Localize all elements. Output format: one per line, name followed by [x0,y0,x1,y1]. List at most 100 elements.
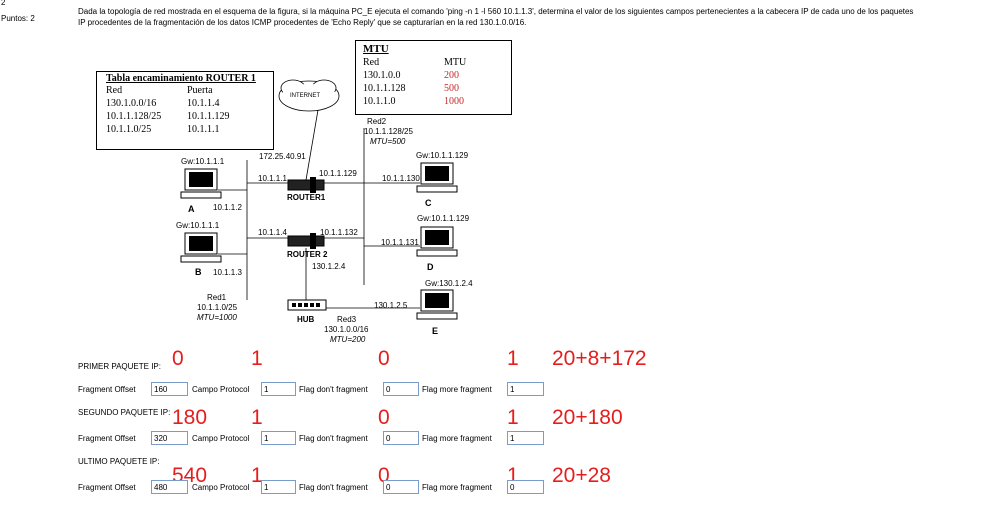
packet-3-more-fragment-label: Flag more fragment [422,483,492,492]
router1-right-ip: 10.1.1.129 [319,169,357,178]
packet-3-offset-label: Fragment Offset [78,483,136,492]
network-diagram [180,79,458,320]
pc-d-name: D [427,262,434,272]
internet-label: INTERNET [290,93,320,99]
packet-1-note: 0 [378,347,390,370]
packet-1-offset-label: Fragment Offset [78,385,136,394]
red2-label: Red2 [367,117,387,126]
packet-2-note: 1 [251,406,263,429]
packet-3-dont-fragment-input[interactable] [383,480,419,494]
mtu-table-cell: 130.1.0.0 [363,70,401,81]
router1-icon [287,177,325,193]
packet-1-more-fragment-input[interactable] [507,382,544,396]
router1-label: ROUTER1 [287,193,326,202]
routing-table-cell: 10.1.1.129 [187,111,230,122]
packet-1-note: 0 [172,347,184,370]
red3-mtu: MTU=200 [330,335,366,344]
question-number: 2 [1,0,6,7]
router2-bottom-ip: 130.1.2.4 [312,262,346,271]
packet-2-dont-fragment-input[interactable] [383,431,419,445]
internet-cloud-icon [278,79,340,112]
routing-table-cell: 10.1.1.1 [187,124,220,135]
packet-3-note: 1 [507,464,519,487]
packet-2-more-fragment-input[interactable] [507,431,544,445]
router2-label: ROUTER 2 [287,250,328,259]
hub-icon [287,299,327,311]
routing-table-header-puerta: Puerta [187,85,213,96]
pc-b-name: B [195,267,202,277]
routing-table-title: Tabla encaminamiento ROUTER 1 [106,73,256,84]
packet-3-protocol-label: Campo Protocol [192,483,250,492]
pc-c-icon [416,162,458,193]
packet-3-more-fragment-input[interactable] [507,480,544,494]
red1-network: 10.1.1.0/25 [197,303,238,312]
router1-left-ip: 10.1.1.1 [258,174,287,183]
pc-a-ip: 10.1.1.2 [213,203,242,212]
packet-3-title: ULTIMO PAQUETE IP: [78,457,160,466]
pc-e-ip: 130.1.2.5 [374,301,408,310]
packet-1-offset-input[interactable] [151,382,188,396]
packet-1-more-fragment-label: Flag more fragment [422,385,492,394]
red3-network: 130.1.0.0/16 [324,325,369,334]
packet-1-protocol-label: Campo Protocol [192,385,250,394]
packet-3-note: 20+28 [552,464,611,487]
red3-label: Red3 [337,315,357,324]
packet-2-offset-input[interactable] [151,431,188,445]
packet-1-note: 1 [507,347,519,370]
packet-3-protocol-input[interactable] [261,480,296,494]
hub-label: HUB [297,315,315,324]
question-points: Puntos: 2 [1,14,35,23]
pc-a-icon [180,168,222,199]
red1-label: Red1 [207,293,227,302]
mtu-table-cell: 200 [444,70,459,81]
packet-3-note: 1 [251,464,263,487]
red1-mtu: MTU=1000 [197,313,237,322]
packet-1-dont-fragment-label: Flag don't fragment [299,385,368,394]
packet-2-offset-label: Fragment Offset [78,434,136,443]
packet-1-dont-fragment-input[interactable] [383,382,419,396]
pc-d-gateway: Gw:10.1.1.129 [417,214,470,223]
pc-b-gateway: Gw:10.1.1.1 [176,221,220,230]
pc-c-name: C [425,198,432,208]
packet-2-dont-fragment-label: Flag don't fragment [299,434,368,443]
mtu-table-header-mtu: MTU [444,57,467,68]
packet-2-more-fragment-label: Flag more fragment [422,434,492,443]
pc-a-gateway: Gw:10.1.1.1 [181,157,225,166]
packet-3-note: 0 [378,464,390,487]
packet-2-protocol-label: Campo Protocol [192,434,250,443]
packet-2-title: SEGUNDO PAQUETE IP: [78,408,171,417]
pc-c-gateway: Gw:10.1.1.129 [416,151,469,160]
mtu-table-title: MTU [363,43,389,55]
router2-right-ip: 10.1.1.132 [320,228,358,237]
packet-3-offset-input[interactable] [151,480,188,494]
mtu-table-cell: 1000 [444,96,464,107]
mtu-table-cell: 10.1.1.0 [363,96,396,107]
routing-table-cell: 10.1.1.0/25 [106,124,152,135]
mtu-table: MTU Red MTU 130.1.0.0 200 10.1.1.128 500… [355,40,512,115]
pc-e-gateway: Gw:130.1.2.4 [425,279,473,288]
external-ip-label: 172.25.40.91 [259,152,306,161]
packet-1-protocol-input[interactable] [261,382,296,396]
router2-icon [287,233,325,249]
routing-table-cell: 130.1.0.0/16 [106,98,157,109]
red2-mtu: MTU=500 [370,137,406,146]
mtu-table-cell: 10.1.1.128 [363,83,406,94]
router2-left-ip: 10.1.1.4 [258,228,287,237]
routing-table-cell: 10.1.1.4 [187,98,220,109]
mtu-table-cell: 500 [444,83,459,94]
packet-2-note: 0 [378,406,390,429]
routing-table-header-red: Red [106,85,123,96]
routing-table-cell: 10.1.1.128/25 [106,111,162,122]
pc-d-icon [416,226,458,257]
routing-table: Tabla encaminamiento ROUTER 1 Red Puerta… [96,71,274,150]
packet-3-dont-fragment-label: Flag don't fragment [299,483,368,492]
pc-e-icon [416,289,458,320]
packet-2-note: 20+180 [552,406,623,429]
packet-1-title: PRIMER PAQUETE IP: [78,362,161,371]
pc-d-ip: 10.1.1.131 [381,238,419,247]
pc-a-name: A [188,204,195,214]
red2-network: 10.1.1.128/25 [364,127,413,136]
mtu-table-header-red: Red [363,57,380,68]
packet-1-note: 1 [251,347,263,370]
packet-2-protocol-input[interactable] [261,431,296,445]
